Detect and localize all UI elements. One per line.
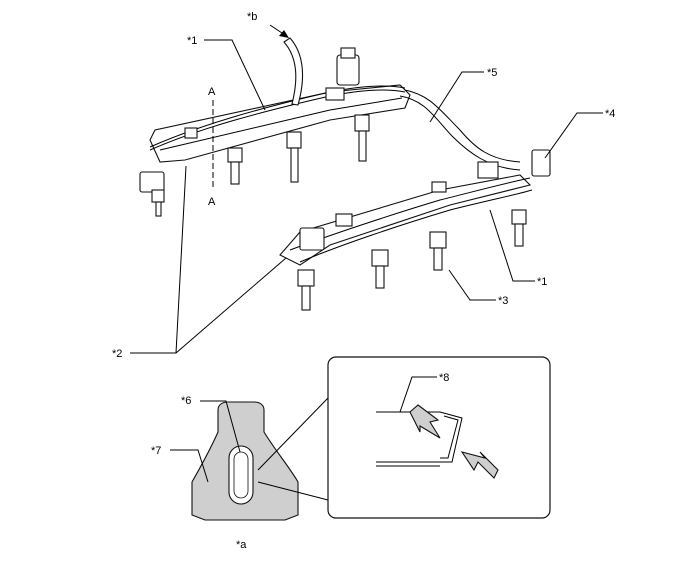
label-5: *5 [487,67,497,79]
label-8: *8 [439,372,449,384]
label-1-top: *1 [187,35,197,47]
front-injectors [297,209,527,311]
label-2: *2 [112,348,122,360]
label-A-top: A [208,86,216,98]
label-3: *3 [498,295,508,307]
rear-bank-harness [139,37,521,217]
label-a: *a [236,539,247,551]
section-a-detail [191,401,299,521]
label-A-bottom: A [208,196,216,208]
label-4: *4 [605,108,615,120]
label-b: *b [247,11,257,23]
front-bank-harness [279,149,551,311]
label-1-right: *1 [537,276,547,288]
label-7: *7 [151,445,161,457]
rear-injectors [151,114,370,217]
label-6: *6 [181,395,191,407]
zoom-detail-box [327,356,551,519]
